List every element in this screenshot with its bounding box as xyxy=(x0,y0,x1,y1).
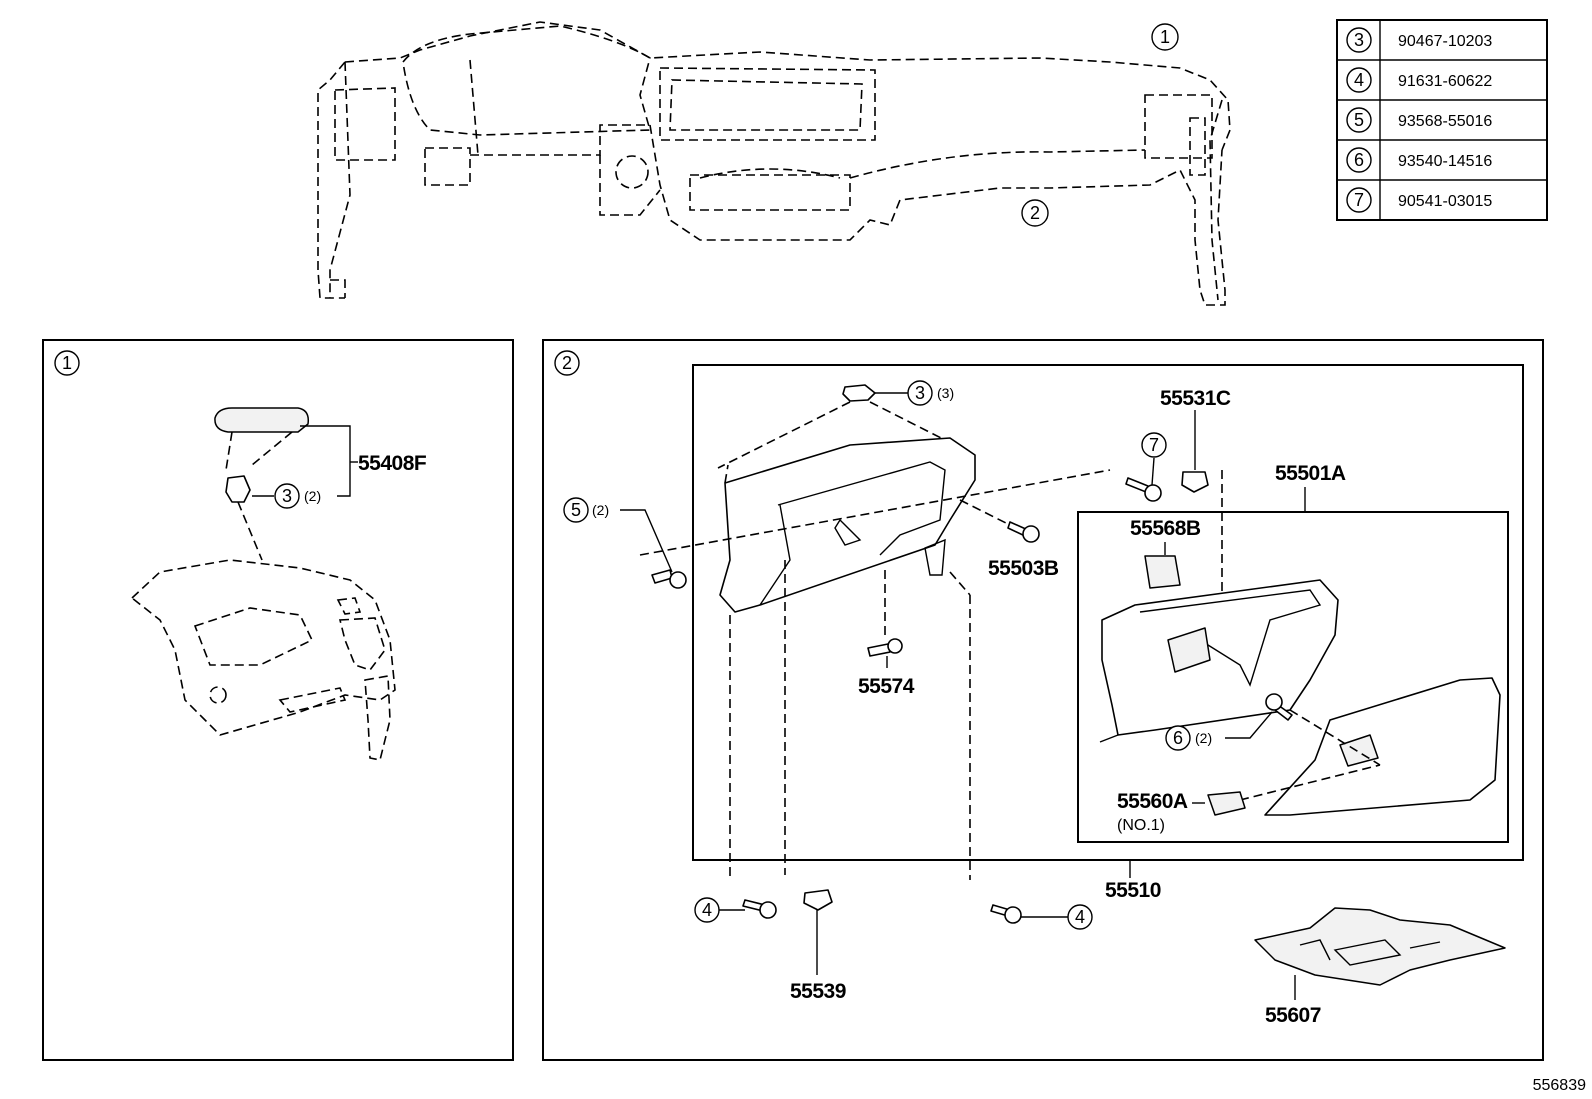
part-number-legend: 3 90467-10203 4 91631-60622 5 93568-5501… xyxy=(1336,19,1548,221)
bolt-55574-shape xyxy=(867,638,903,657)
assembly-55510-box xyxy=(692,364,1524,861)
cover-55408f-shape xyxy=(214,407,310,433)
callout-marker-1-text: 1 xyxy=(1160,27,1170,47)
screw-7-shape xyxy=(1125,477,1162,502)
legend-ref-3: 3 xyxy=(1354,30,1364,50)
label-55560a-note: (NO.1) xyxy=(1117,817,1165,834)
legend-part-number-6: 93540-14516 xyxy=(1398,153,1492,170)
screw-ref-6: 6 xyxy=(1173,728,1183,748)
glove-box-lid-shape xyxy=(1264,677,1501,816)
bolt-4-left-shape xyxy=(742,899,777,919)
bolt-4-right-shape xyxy=(990,904,1022,924)
legend-row-7: 7 90541-03015 xyxy=(1346,187,1492,213)
screw-6-shape xyxy=(1265,693,1293,721)
dashboard-corner-outline xyxy=(130,559,396,736)
label-55560a: 55560A xyxy=(1117,790,1188,813)
label-55531c: 55531C xyxy=(1160,387,1231,410)
label-55408f: 55408F xyxy=(358,452,427,475)
bolt-ref-4-right: 4 xyxy=(1075,907,1085,927)
clip-qty-panel1: (2) xyxy=(304,488,321,504)
bolt-5-left xyxy=(651,569,687,589)
clip-55531c-shape xyxy=(1181,471,1209,493)
panel-2-marker: 2 xyxy=(562,353,572,373)
legend-ref-7: 7 xyxy=(1354,190,1364,210)
callout-marker-1-top: 1 xyxy=(1151,23,1179,51)
label-55607: 55607 xyxy=(1265,1004,1321,1027)
callout-marker-2-text: 2 xyxy=(1030,203,1040,223)
legend-ref-6: 6 xyxy=(1354,150,1364,170)
detail-panel-1: 1 55408F 3 (2) xyxy=(42,339,514,1061)
label-55574: 55574 xyxy=(858,675,915,698)
legend-ref-4: 4 xyxy=(1354,70,1364,90)
under-cover-55607-shape xyxy=(1254,907,1506,986)
panel-1-marker: 1 xyxy=(62,353,72,373)
screw-ref-7: 7 xyxy=(1149,435,1159,455)
legend-row-3: 3 90467-10203 xyxy=(1346,27,1492,53)
pad-55568b-shape xyxy=(1144,555,1181,589)
cushion-55560a-shape xyxy=(1207,791,1246,816)
bolt-ref-5: 5 xyxy=(571,500,581,520)
legend-row-5: 5 93568-55016 xyxy=(1346,107,1492,133)
bolt-qty-5: (2) xyxy=(592,502,609,518)
label-55503b: 55503B xyxy=(988,557,1059,580)
clip-qty-top: (3) xyxy=(937,385,954,401)
bolt-ref-4-left: 4 xyxy=(702,900,712,920)
glove-box-housing-shape xyxy=(719,437,976,613)
clip-ref-3-panel1: 3 xyxy=(282,486,292,506)
legend-part-number-7: 90541-03015 xyxy=(1398,193,1492,210)
glove-box-door-shape xyxy=(1101,579,1339,736)
legend-ref-5: 5 xyxy=(1354,110,1364,130)
legend-part-number-3: 90467-10203 xyxy=(1398,33,1492,50)
legend-part-number-4: 91631-60622 xyxy=(1398,73,1492,90)
legend-row-4: 4 91631-60622 xyxy=(1346,67,1492,93)
label-55501a: 55501A xyxy=(1275,462,1346,485)
callout-marker-2-top: 2 xyxy=(1021,199,1049,227)
label-55568b: 55568B xyxy=(1130,517,1201,540)
label-55510: 55510 xyxy=(1105,879,1161,902)
clip-3-shape xyxy=(225,475,251,503)
instrument-panel-outline xyxy=(317,21,1231,306)
clip-ref-3-top: 3 xyxy=(915,383,925,403)
clip-55539-shape xyxy=(803,889,833,911)
assembly-55501a-box xyxy=(1077,511,1509,843)
screw-qty-6: (2) xyxy=(1195,730,1212,746)
legend-row-6: 6 93540-14516 xyxy=(1346,147,1492,173)
screw-55503b-shape xyxy=(1007,521,1040,543)
detail-panel-2: 2 3 (3) 5 (2) 7 xyxy=(542,339,1544,1061)
drawing-number: 556839 xyxy=(1533,1077,1586,1094)
clip-3-top-shape xyxy=(842,384,876,402)
legend-part-number-5: 93568-55016 xyxy=(1398,113,1492,130)
label-55539: 55539 xyxy=(790,980,846,1003)
